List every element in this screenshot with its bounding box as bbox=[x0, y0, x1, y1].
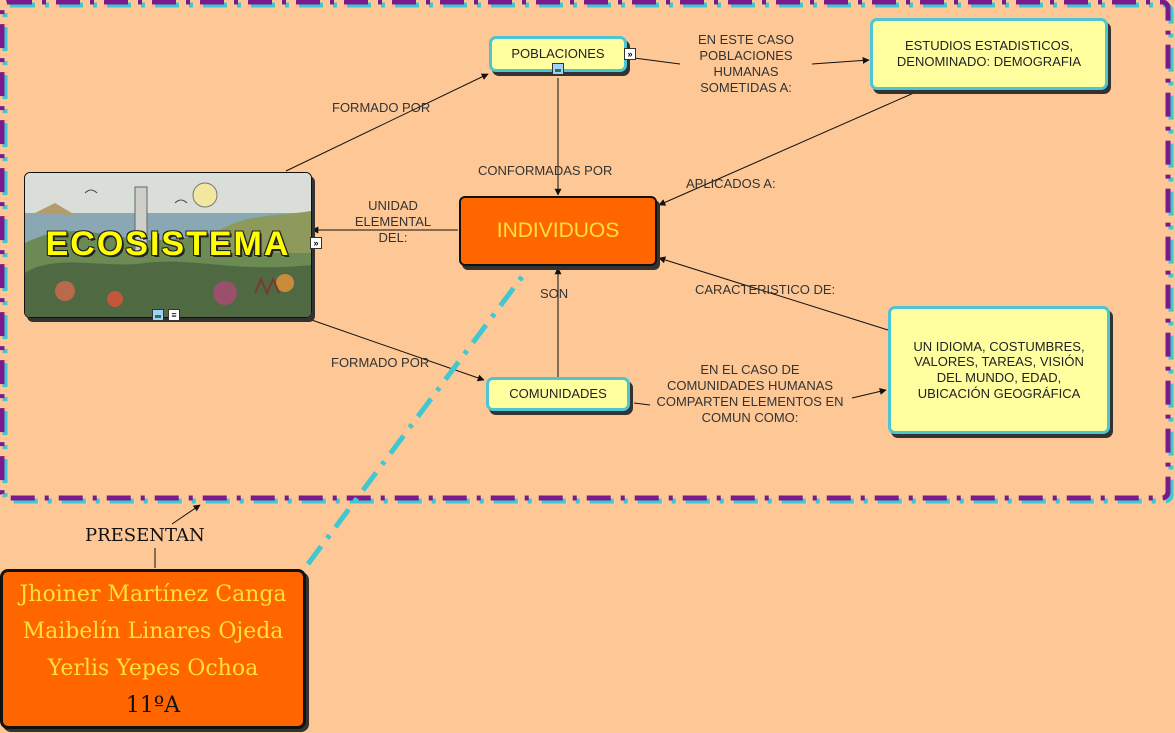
label-aplicados-a: APLICADOS A: bbox=[686, 176, 776, 191]
label-unidad-elemental: UNIDAD ELEMENTAL DEL: bbox=[354, 198, 432, 245]
link-comunidades-en-el-caso bbox=[633, 402, 651, 406]
expand-icon[interactable]: » bbox=[624, 48, 636, 60]
link-presentan-frame bbox=[171, 504, 201, 525]
image-attachment-icon[interactable] bbox=[152, 309, 164, 321]
node-estudios-estadisticos[interactable]: ESTUDIOS ESTADISTICOS, DENOMINADO: DEMOG… bbox=[870, 18, 1108, 90]
link-poblaciones-estudios bbox=[633, 57, 681, 65]
author-name: Jhoiner Martínez Canga bbox=[19, 582, 287, 607]
label-en-el-caso: EN EL CASO DE COMUNIDADES HUMANAS COMPAR… bbox=[656, 362, 844, 425]
node-caracteristicas[interactable]: UN IDIOMA, COSTUMBRES, VALORES, TAREAS, … bbox=[888, 306, 1110, 434]
label-son: SON bbox=[540, 286, 569, 301]
link-estudios-arrow bbox=[811, 56, 870, 65]
node-comunidades[interactable]: COMUNIDADES bbox=[486, 377, 630, 411]
label-en-este-caso: EN ESTE CASO POBLACIONES HUMANAS SOMETID… bbox=[697, 32, 795, 95]
label-conformadas-por: CONFORMADAS POR bbox=[478, 163, 613, 178]
link-eco-poblaciones bbox=[285, 73, 489, 172]
expand-icon[interactable]: » bbox=[310, 237, 322, 249]
ecosystem-illustration bbox=[25, 173, 311, 317]
author-name: Yerlis Yepes Ochoa bbox=[47, 656, 259, 681]
image-attachment-icon[interactable] bbox=[552, 63, 564, 75]
author-name: Maibelín Linares Ojeda bbox=[22, 619, 284, 644]
link-en-el-caso-caracteristicas bbox=[851, 388, 887, 399]
node-individuos[interactable]: INDIVIDUOS bbox=[459, 196, 657, 266]
link-caracteristicas-individuos bbox=[658, 256, 889, 331]
document-attachment-icon[interactable]: ≡ bbox=[168, 309, 180, 321]
authors-box[interactable]: Jhoiner Martínez Canga Maibelín Linares … bbox=[0, 569, 306, 729]
label-formado-por-bottom: FORMADO POR bbox=[331, 355, 430, 370]
node-ecosistema[interactable]: ECOSISTEMA bbox=[24, 172, 312, 318]
node-ecosistema-title: ECOSISTEMA bbox=[45, 225, 291, 263]
frame-cyan-border bbox=[2, 2, 1174, 504]
grade-label: 11ºA bbox=[125, 693, 181, 718]
link-authors-individuos bbox=[305, 264, 533, 566]
link-estudios-individuos bbox=[658, 91, 917, 206]
frame-purple-border bbox=[0, 0, 1171, 501]
label-formado-por-top: FORMADO POR bbox=[332, 100, 431, 115]
label-presentan: PRESENTAN bbox=[85, 525, 205, 546]
label-caracteristico-de: CARACTERISTICO DE: bbox=[695, 282, 836, 297]
